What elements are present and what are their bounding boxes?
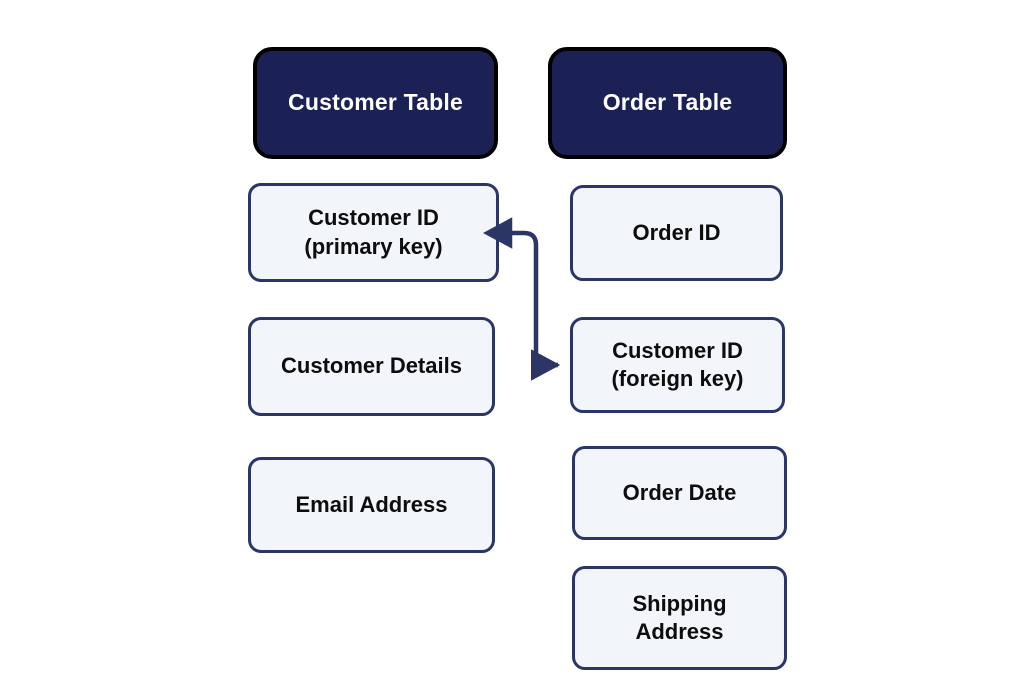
field-shipping-address[interactable]: Shipping Address: [572, 566, 787, 670]
field-shipping-address-label: Shipping Address: [632, 590, 727, 644]
field-order-date[interactable]: Order Date: [572, 446, 787, 540]
field-email-address-label: Email Address: [295, 491, 448, 517]
order-table-header[interactable]: Order Table: [548, 47, 787, 159]
field-order-id-label: Order ID: [632, 219, 721, 245]
field-customer-id-foreign-key-label: Customer ID (foreign key): [611, 337, 744, 391]
field-customer-id-primary-key[interactable]: Customer ID (primary key): [248, 183, 499, 282]
field-customer-details-label: Customer Details: [281, 353, 462, 379]
relationship-path: [483, 217, 561, 381]
customer-table-header[interactable]: Customer Table: [253, 47, 498, 159]
field-customer-details[interactable]: Customer Details: [248, 317, 495, 416]
order-table-header-label: Order Table: [602, 89, 733, 116]
field-order-id[interactable]: Order ID: [570, 185, 783, 281]
field-email-address[interactable]: Email Address: [248, 457, 495, 553]
field-customer-id-foreign-key[interactable]: Customer ID (foreign key): [570, 317, 785, 413]
field-customer-id-primary-key-label: Customer ID (primary key): [304, 205, 443, 259]
field-order-date-label: Order Date: [622, 479, 737, 505]
customer-table-header-label: Customer Table: [288, 89, 463, 116]
